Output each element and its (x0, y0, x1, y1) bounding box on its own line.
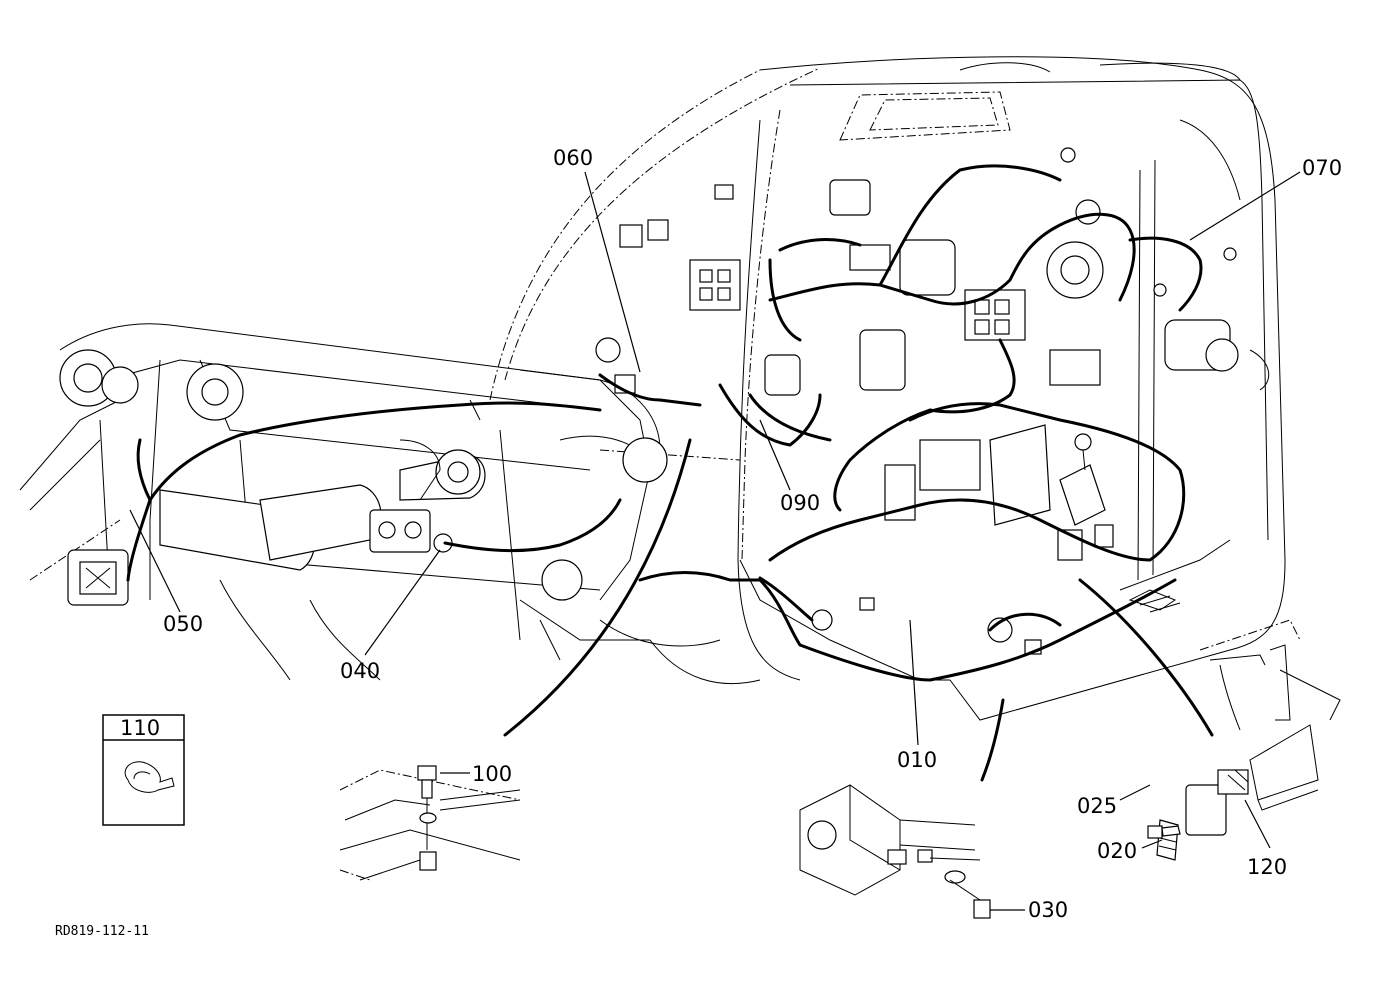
callout-arc-020 (1078, 578, 1214, 737)
label-110: 110 (120, 716, 160, 740)
label-025: 025 (1077, 794, 1117, 818)
label-050: 050 (163, 612, 203, 636)
drawing-code: RD819-112-11 (55, 924, 149, 939)
harness-upper-cab (768, 164, 1136, 342)
label-070: 070 (1302, 156, 1342, 180)
part-labels: 060 070 090 050 040 010 100 025 020 120 … (163, 146, 1342, 922)
harness-right-cab (1128, 236, 1203, 312)
label-020: 020 (1097, 839, 1137, 863)
label-030: 030 (1028, 898, 1068, 922)
detail-030 (799, 784, 991, 919)
harness-040 (443, 498, 622, 553)
label-090: 090 (780, 491, 820, 515)
label-010: 010 (897, 748, 937, 772)
harness-010 (758, 402, 1186, 682)
label-060: 060 (553, 146, 593, 170)
callout-arc-030 (980, 698, 1005, 782)
label-040: 040 (340, 659, 380, 683)
label-100: 100 (472, 762, 512, 786)
detail-100 (339, 765, 521, 881)
detail-020-120 (1147, 619, 1341, 861)
harness-lines (126, 164, 1214, 782)
cable-tie-icon (124, 761, 175, 793)
inset-110: 110 (102, 714, 185, 826)
label-120: 120 (1247, 855, 1287, 879)
callout-arc-100 (503, 438, 692, 737)
boom-outline (19, 323, 761, 685)
leader-lines (129, 171, 1301, 911)
